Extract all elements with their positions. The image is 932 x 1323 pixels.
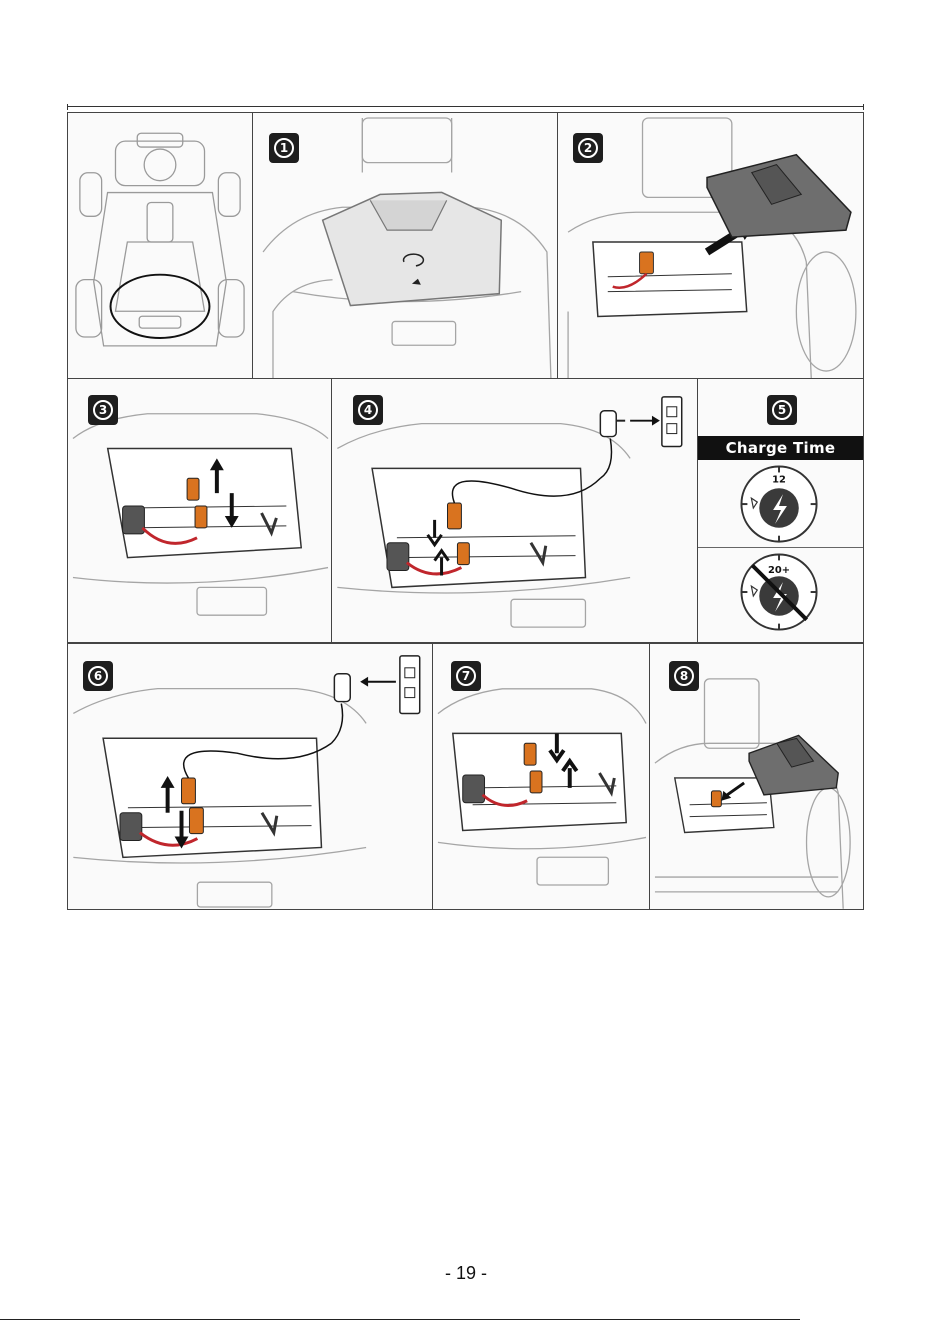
panel-step-2: 2 <box>557 112 864 379</box>
step-number: 4 <box>358 400 378 420</box>
panel-step-5: 5 Charge Time 12 <box>697 378 864 643</box>
step-1-badge: 1 <box>269 133 299 163</box>
step-number: 3 <box>93 400 113 420</box>
charge-time-label: Charge Time <box>698 436 863 460</box>
panel-step-7: 7 <box>432 643 650 910</box>
step-2-illustration <box>558 113 863 378</box>
step-number: 1 <box>274 138 294 158</box>
tick-mark <box>67 104 68 110</box>
bottom-rule <box>0 1319 800 1320</box>
step-number: 7 <box>456 666 476 686</box>
step-5-badge: 5 <box>767 395 797 425</box>
grid-top-rule <box>67 106 864 111</box>
step-number: 6 <box>88 666 108 686</box>
panel-step-4: 4 <box>331 378 698 643</box>
clock-icon: 12 <box>741 467 816 542</box>
step-2-badge: 2 <box>573 133 603 163</box>
step-6-illustration <box>68 644 432 909</box>
step-7-badge: 7 <box>451 661 481 691</box>
step-number: 2 <box>578 138 598 158</box>
panel-overview <box>67 112 253 379</box>
car-overview-illustration <box>68 113 252 378</box>
panel-step-1: 1 <box>252 112 558 379</box>
no-overcharge-icon: 20+ <box>741 554 816 629</box>
step-6-badge: 6 <box>83 661 113 691</box>
panel-step-3: 3 <box>67 378 332 643</box>
step-number: 5 <box>772 400 792 420</box>
step-4-illustration <box>332 379 697 642</box>
panel-step-8: 8 <box>649 643 864 910</box>
step-8-badge: 8 <box>669 661 699 691</box>
tick-mark <box>863 104 864 110</box>
clock-label: 20+ <box>768 565 790 576</box>
step-number: 8 <box>674 666 694 686</box>
page-number: - 19 - <box>0 1263 932 1284</box>
step-3-badge: 3 <box>88 395 118 425</box>
step-4-badge: 4 <box>353 395 383 425</box>
clock-label: 12 <box>772 474 786 485</box>
panel-step-6: 6 <box>67 643 433 910</box>
